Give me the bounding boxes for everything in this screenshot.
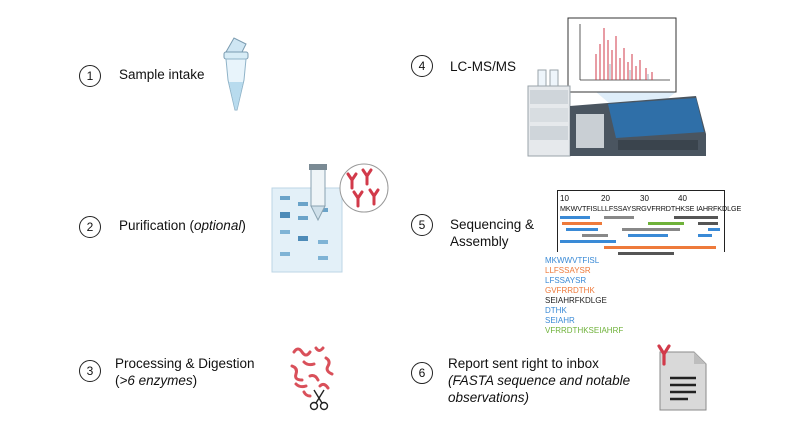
- gel-and-antibody-icon: [271, 163, 389, 273]
- step-3-number: 3: [79, 360, 101, 382]
- step-2-label: Purification (optional): [119, 218, 246, 234]
- ruler-30: 30: [640, 194, 649, 203]
- peptide-6: DTHK: [545, 306, 567, 315]
- lcms-instrument-icon: [527, 17, 706, 157]
- peptide-4: GVFRRDTHK: [545, 286, 595, 295]
- step-2-label-pre: Purification (: [119, 218, 195, 233]
- protein-sequence: MKWVTFISLLLFSSAYSRGVFRRDTHKSE IAHRFKDLGE: [560, 204, 742, 213]
- report-document-icon: [657, 344, 707, 411]
- step-2-number: 2: [79, 216, 101, 238]
- step-5-label-line1: Sequencing &: [450, 217, 535, 232]
- step-1-number: 1: [79, 65, 101, 87]
- step-3-label-line1: Processing & Digestion: [115, 356, 255, 371]
- step-3-label-line2-pre: (: [115, 373, 120, 388]
- microtube-icon: [223, 37, 249, 111]
- step-3-label-line2-italic: >6 enzymes: [119, 373, 193, 388]
- step-1-label: Sample intake: [119, 67, 205, 82]
- step-6-number: 6: [411, 362, 433, 384]
- digested-protein-scissors-icon: [290, 346, 334, 411]
- peptide-7: SEIAHR: [545, 316, 575, 325]
- step-6-label-line3: observations): [448, 390, 530, 405]
- step-5-number: 5: [411, 214, 433, 236]
- peptide-3: LFSSAYSR: [545, 276, 587, 285]
- peptide-5: SEIAHRFKDLGE: [545, 296, 607, 305]
- step-2-label-italic: optional: [194, 218, 242, 233]
- step-6-label-line2: (FASTA sequence and notable: [448, 373, 631, 388]
- peptide-2: LLFSSAYSR: [545, 266, 591, 275]
- peptide-coverage-bars: [560, 216, 720, 255]
- peptide-8: VFRRDTHKSEIAHRF: [545, 326, 624, 335]
- ruler-10: 10: [560, 194, 569, 203]
- step-4-number: 4: [411, 55, 433, 77]
- ruler-20: 20: [601, 194, 610, 203]
- step-3-label-line2: (>6 enzymes): [115, 373, 197, 389]
- step-4-label: LC-MS/MS: [450, 59, 517, 74]
- step-3-label-line2-post: ): [192, 373, 198, 388]
- step-2-label-post: ): [241, 218, 246, 233]
- ruler-40: 40: [678, 194, 687, 203]
- sequence-alignment-panel: [557, 190, 725, 252]
- peptide-1: MKWWVTFISL: [545, 256, 600, 265]
- step-5-label-line2: Assembly: [450, 234, 509, 249]
- step-6-label-line1: Report sent right to inbox: [448, 356, 599, 371]
